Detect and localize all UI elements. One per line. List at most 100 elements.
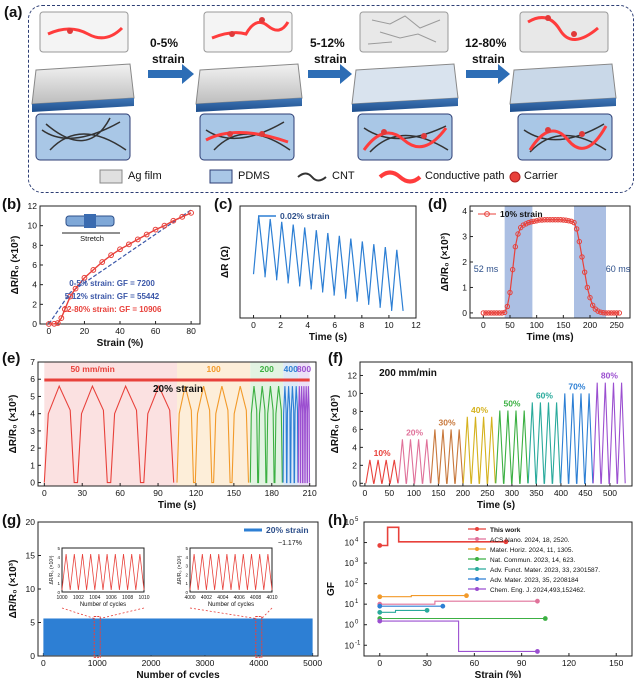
series-line-h (379, 600, 538, 605)
data-point-b (134, 236, 141, 243)
inset-tick-label-g: 1008 (122, 595, 133, 601)
y-tick-label-h: 10 (345, 558, 355, 568)
panel-f-label: (f) (328, 350, 343, 367)
x-tick-label-e: 0 (42, 488, 47, 498)
x-tick-label-g: 0 (41, 658, 46, 668)
panel-a-schematic (31, 11, 617, 184)
inset-tick-label-g: 1006 (106, 595, 117, 601)
data-point-d (496, 310, 503, 316)
panel-b-label: (b) (2, 196, 22, 213)
inset-ytick-label-g: 5 (57, 546, 60, 551)
data-point-d (523, 221, 529, 227)
inset-ytick-label-g: 5 (185, 546, 188, 551)
x-tick-label-d: 50 (505, 320, 515, 330)
y-tick-label-f: 6 (352, 424, 357, 434)
x-tick-label-h: 150 (609, 658, 623, 668)
legend-marker-h (475, 547, 479, 551)
annotation-rise-d: 52 ms (474, 264, 499, 274)
x-tick-label-h: 120 (562, 658, 576, 668)
y-tick-exp-h: 5 (355, 517, 359, 523)
legend-marker-h (475, 567, 479, 571)
series-line-e (43, 384, 175, 484)
inset-ytick-label-g: 0 (185, 590, 188, 595)
y-tick-exp-h: -1 (355, 640, 361, 646)
y-tick-exp-h: 3 (355, 558, 359, 564)
inset-ytick-label-g: 1 (185, 581, 188, 586)
panel-h-label: (h) (328, 512, 348, 529)
series-line-h (379, 526, 506, 547)
data-point-d (611, 310, 617, 316)
legend-marker-h (475, 577, 479, 581)
data-point-d (555, 217, 561, 223)
x-tick-label-g: 2000 (142, 658, 161, 668)
data-point-b (117, 246, 123, 253)
legend-carrier: Carrier (524, 170, 558, 182)
data-point-d (493, 310, 500, 316)
legend-label-h: Nat. Commun. 2023, 14, 623. (490, 557, 575, 564)
y-tick-label-h: 10 (345, 620, 355, 630)
inset-label-b: Stretch (80, 234, 104, 243)
data-point-b (67, 293, 74, 300)
inset-ylabel-g: ΔR/R₀ (×10³) (177, 555, 183, 584)
panel-a-frame (28, 5, 634, 193)
y-tick-label-d: 3 (462, 232, 467, 242)
legend-marker-h (475, 537, 479, 541)
step3-word: strain (472, 52, 505, 66)
data-point-b (188, 209, 195, 216)
x-tick-label-b: 80 (186, 326, 196, 336)
x-tick-label-h: 0 (377, 658, 382, 668)
x-tick-label-b: 0 (47, 326, 52, 336)
x-tick-label-e: 210 (303, 488, 317, 498)
inset-ytick-label-g: 3 (57, 564, 60, 569)
annotation-g: ~1.17% (278, 540, 302, 547)
strain-label-f: 80% (601, 371, 618, 381)
data-point-d (485, 310, 492, 316)
fit-line-b (48, 209, 192, 325)
x-tick-label-b: 60 (151, 326, 161, 336)
x-tick-label-f: 0 (363, 488, 368, 498)
data-point-b (170, 217, 177, 224)
series-marker-h (464, 593, 469, 599)
y-tick-label-e: 7 (30, 357, 35, 367)
data-point-d (528, 219, 535, 225)
x-tick-label-c: 2 (278, 320, 283, 330)
x-tick-label-b: 20 (80, 326, 90, 336)
panel-a-tops (39, 11, 609, 53)
series-line-f (495, 410, 529, 484)
data-point-b (152, 226, 159, 233)
gf-annotation-b: 0-5% strain: GF = 7200 (69, 279, 155, 288)
inset-tick-label-g: 1000 (56, 595, 67, 601)
data-point-b (45, 321, 52, 327)
y-tick-label-b: 0 (32, 319, 37, 329)
data-point-d (608, 310, 615, 316)
series-line-c (252, 216, 404, 311)
data-point-d (597, 309, 604, 315)
cycle-band-g (43, 618, 313, 656)
y-tick-label-b: 4 (32, 280, 37, 290)
x-tick-label-c: 6 (332, 320, 337, 330)
data-point-d (613, 310, 620, 316)
series-marker-h (535, 649, 540, 654)
step3-pct: 12-80% (465, 36, 507, 50)
data-point-d (525, 219, 532, 226)
series-line-e (249, 386, 283, 484)
data-point-d (549, 217, 556, 223)
y-tick-label-b: 2 (32, 299, 37, 309)
inset-line-g (189, 553, 273, 591)
x-tick-label-f: 150 (431, 488, 445, 498)
x-tick-label-e: 30 (77, 488, 87, 498)
series-marker-h (542, 616, 548, 621)
y-axis-label-b: ΔR/R₀ (×10³) (10, 236, 21, 295)
y-tick-label-f: 10 (348, 388, 358, 398)
x-tick-label-d: 250 (610, 320, 624, 330)
y-tick-exp-h: 1 (355, 599, 359, 605)
inset-ytick-label-g: 4 (57, 555, 60, 560)
data-point-d (512, 244, 519, 250)
gf-annotation-b: 5-12% strain: GF = 55442 (65, 292, 160, 301)
data-point-d (587, 294, 593, 301)
x-tick-label-d: 100 (530, 320, 544, 330)
data-point-b (99, 259, 106, 265)
legend-label-d: 10% strain (500, 209, 543, 219)
step1-pct: 0-5% (150, 36, 179, 50)
series-marker-h (377, 543, 383, 548)
